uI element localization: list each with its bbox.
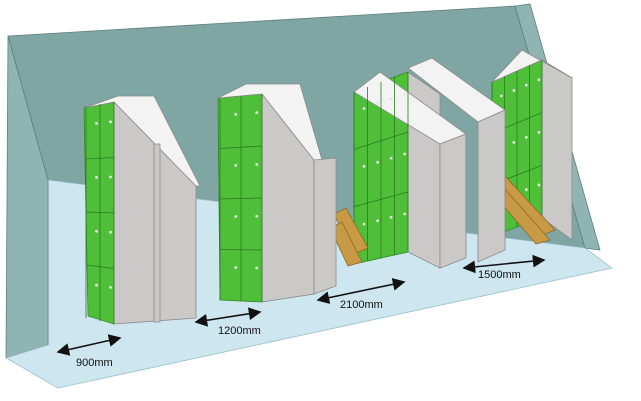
dimension-arrow-1200	[194, 307, 262, 327]
locker-bank-1	[83, 95, 201, 325]
dimension-label-2100: 2100mm	[340, 299, 383, 311]
locker-door-handle	[109, 285, 112, 289]
locker-bank-3-end	[439, 133, 467, 269]
dimension-label-900: 900mm	[76, 357, 113, 369]
locker-tier-line	[219, 145, 263, 149]
locker-door-handle	[537, 130, 541, 134]
bench-3	[329, 207, 369, 267]
locker-door-handle	[255, 266, 259, 270]
locker-door-handle	[376, 102, 380, 106]
dimension-2100: 2100mm	[316, 278, 406, 311]
locker-door-handle	[524, 188, 528, 192]
locker-door-handle	[234, 164, 238, 167]
locker-bank-1-doors	[85, 102, 115, 324]
locker-door-handle	[403, 212, 407, 216]
locker-bank-3-back-side	[477, 109, 506, 263]
locker-tier-line	[85, 211, 115, 214]
dimension-1500: 1500mm	[462, 254, 546, 281]
dimension-arrow-1500	[462, 254, 546, 274]
locker-door-handle	[362, 222, 366, 226]
locker-bank-2-doors	[219, 94, 263, 302]
locker-door-handle	[234, 266, 238, 269]
locker-door-handle	[512, 141, 516, 144]
locker-bank-3	[353, 57, 506, 269]
locker-door-handle	[376, 219, 380, 223]
locker-door-handle	[403, 152, 407, 156]
dimension-label-1200: 1200mm	[218, 325, 261, 337]
locker-door-handle	[389, 156, 393, 160]
locker-tier-line	[85, 264, 115, 269]
locker-door-handle	[255, 111, 259, 115]
dimension-arrow-900	[56, 334, 122, 356]
locker-bank-3-doors	[353, 72, 409, 264]
locker-door-handle	[524, 136, 528, 139]
locker-door-handle	[389, 215, 393, 219]
locker-door-handle	[403, 92, 407, 96]
locker-door-handle	[376, 160, 380, 164]
dimension-1200: 1200mm	[194, 307, 262, 337]
locker-bank-1-divider	[153, 143, 161, 323]
locker-door-handle	[362, 107, 366, 110]
locker-door-handle	[234, 215, 238, 218]
locker-door-handle	[537, 78, 541, 82]
locker-tier-line	[85, 157, 115, 160]
locker-bank-2	[217, 83, 337, 303]
locker-door-handle	[499, 94, 503, 98]
locker-door-handle	[524, 83, 528, 87]
locker-door-handle	[255, 214, 259, 218]
bench-3-rail	[329, 221, 363, 267]
locker-door-handle	[537, 183, 541, 187]
locker-bank-4-top	[491, 49, 573, 83]
locker-door-handle	[109, 120, 112, 124]
locker-door-handle	[109, 230, 112, 234]
locker-door-handle	[95, 283, 98, 287]
dimension-900: 900mm	[56, 334, 122, 369]
locker-door-handle	[95, 175, 98, 179]
dimension-label-1500: 1500mm	[478, 269, 521, 281]
locker-door-handle	[109, 175, 112, 179]
locker-bank-2-end	[313, 157, 337, 295]
dimension-arrow-2100	[316, 278, 406, 304]
locker-door-handle	[512, 89, 516, 92]
locker-tier-line	[353, 131, 409, 150]
locker-tier-line	[353, 191, 409, 208]
locker-door-handle	[389, 97, 393, 101]
locker-door-handle	[362, 164, 366, 168]
locker-door-handle	[95, 229, 98, 233]
locker-door-handle	[95, 121, 98, 125]
locker-door-handle	[255, 163, 259, 166]
locker-bank-4-side	[541, 59, 573, 241]
locker-door-handle	[234, 112, 238, 116]
locker-tier-line	[219, 249, 263, 251]
locker-tier-line	[219, 197, 263, 200]
